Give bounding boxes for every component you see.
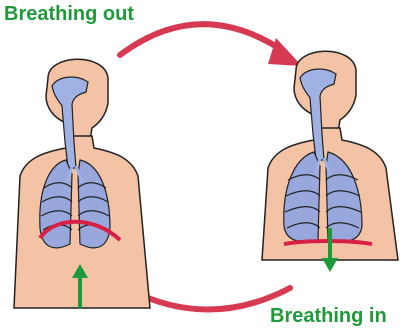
torso-exhale bbox=[14, 59, 150, 308]
torso-inhale bbox=[262, 51, 398, 272]
cycle-arrow-top bbox=[120, 24, 302, 66]
